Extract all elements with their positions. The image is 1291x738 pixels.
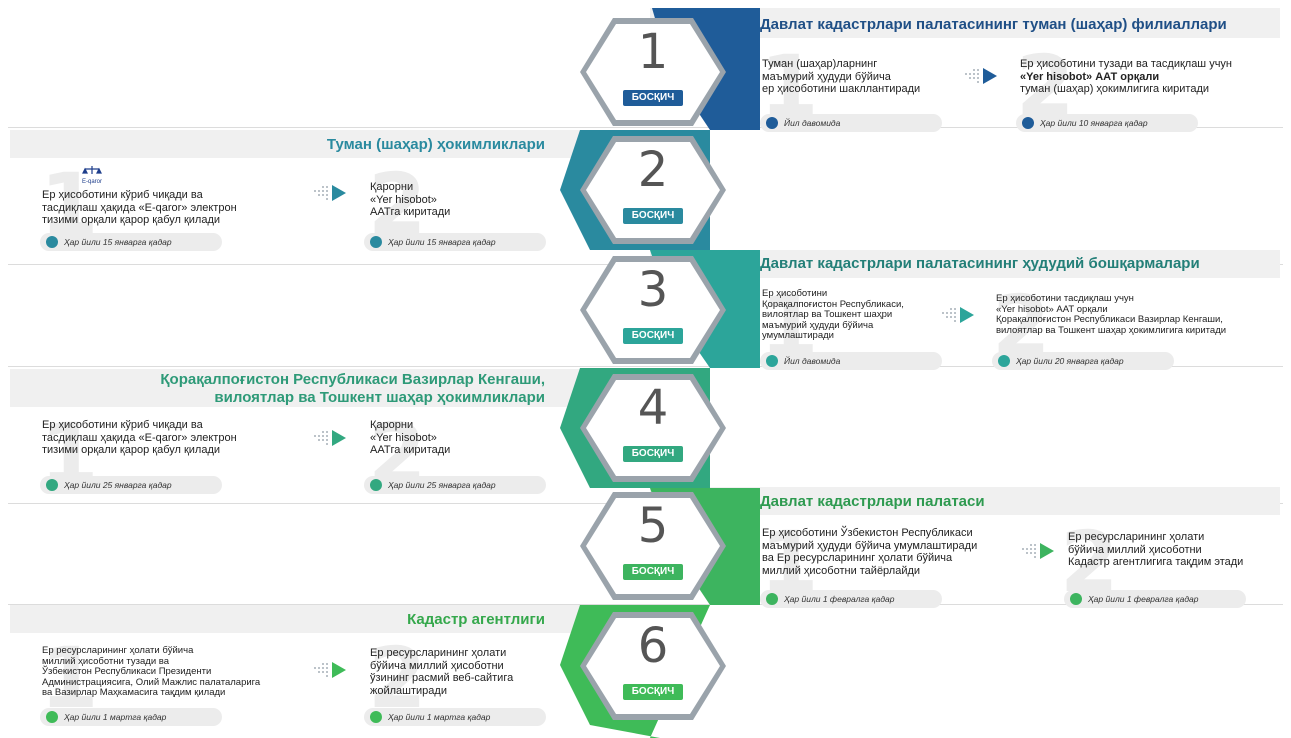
calendar-icon [370, 711, 382, 723]
deadline-pill: Ҳар йили 10 январга қадар [1016, 114, 1198, 132]
step-hexagon-3: 3 БОСҚИЧ [578, 250, 728, 370]
deadline-pill: Ҳар йили 1 мартга қадар [364, 708, 546, 726]
step-6-title: Кадастр агентлиги [407, 611, 545, 628]
deadline-pill: Ҳар йили 15 январга қадар [364, 233, 546, 251]
step-4-item-2-text: Қарорни«Yer hisobot»ААТга киритади [370, 419, 451, 456]
step-number: 3 [637, 262, 669, 318]
step-hexagon-1: 1 БОСҚИЧ [578, 12, 728, 132]
calendar-icon [998, 355, 1010, 367]
item-bg-number: 1 [40, 155, 99, 253]
deadline-pill: Йил давомида [760, 114, 942, 132]
calendar-icon [46, 479, 58, 491]
e-qaror-logo: E-qaror [80, 166, 104, 186]
arrow-icon [965, 68, 997, 84]
step-hexagon-2: 2 БОСҚИЧ [578, 130, 728, 250]
calendar-icon [766, 593, 778, 605]
deadline-pill: Ҳар йили 25 январга қадар [364, 476, 546, 494]
step-badge: БОСҚИЧ [623, 564, 683, 580]
step-number: 4 [637, 380, 669, 436]
item-bg-number: 1 [40, 629, 99, 727]
step-badge: БОСҚИЧ [623, 90, 683, 106]
calendar-icon [1070, 593, 1082, 605]
calendar-icon [766, 117, 778, 129]
step-number: 5 [637, 498, 669, 554]
calendar-icon [46, 711, 58, 723]
item-bg-number: 2 [368, 629, 427, 727]
calendar-icon [46, 236, 58, 248]
arrow-icon [314, 185, 346, 201]
e-qaror-logo-text: E-qaror [81, 179, 102, 185]
arrow-icon [1022, 543, 1054, 559]
step-4-title-line: вилоятлар ва Тошкент шаҳар ҳокимликлари [214, 389, 545, 406]
step-4-title-line: Қорақалпоғистон Республикаси Вазирлар Ке… [160, 371, 545, 388]
deadline-pill: Ҳар йили 20 январга қадар [992, 352, 1174, 370]
step-2-item-2-text: Қарорни«Yer hisobot»ААТга киритади [370, 181, 451, 218]
step-badge: БОСҚИЧ [623, 208, 683, 224]
deadline-pill: Йил давомида [760, 352, 942, 370]
calendar-icon [370, 479, 382, 491]
deadline-pill: Ҳар йили 1 февралга қадар [760, 590, 942, 608]
deadline-pill: Ҳар йили 1 мартга қадар [40, 708, 222, 726]
step-2-title: Туман (шаҳар) ҳокимликлари [326, 136, 545, 153]
arrow-icon [942, 307, 974, 323]
step-badge: БОСҚИЧ [623, 328, 683, 344]
step-number: 2 [637, 142, 669, 198]
step-4-title: Қорақалпоғистон Республикаси Вазирлар Ке… [10, 371, 545, 407]
calendar-icon [1022, 117, 1034, 129]
step-badge: БОСҚИЧ [623, 684, 683, 700]
step-number: 6 [637, 618, 669, 674]
step-badge: БОСҚИЧ [623, 446, 683, 462]
calendar-icon [370, 236, 382, 248]
item-bg-number: 2 [368, 155, 427, 253]
step-5-title: Давлат кадастрлари палатаси [760, 493, 985, 510]
deadline-pill: Ҳар йили 1 февралга қадар [1064, 590, 1246, 608]
arrow-icon [314, 662, 346, 678]
deadline-pill: Ҳар йили 25 январга қадар [40, 476, 222, 494]
calendar-icon [766, 355, 778, 367]
step-hexagon-4: 4 БОСҚИЧ [578, 368, 728, 488]
step-3-title: Давлат кадастрлари палатасининг ҳудудий … [760, 255, 1200, 272]
step-1-title: Давлат кадастрлари палатасининг туман (ш… [760, 16, 1227, 33]
step-number: 1 [637, 24, 669, 80]
step-hexagon-6: 6 БОСҚИЧ [578, 606, 728, 726]
deadline-pill: Ҳар йили 15 январга қадар [40, 233, 222, 251]
step-hexagon-5: 5 БОСҚИЧ [578, 486, 728, 606]
arrow-icon [314, 430, 346, 446]
step-1-item-2-text: Ер ҳисоботини тузади ва тасдиқлаш учун«Y… [1020, 58, 1232, 95]
step-3-item-2-text: Ер ҳисоботини тасдиқлаш учун«Yer hisobot… [996, 293, 1227, 336]
